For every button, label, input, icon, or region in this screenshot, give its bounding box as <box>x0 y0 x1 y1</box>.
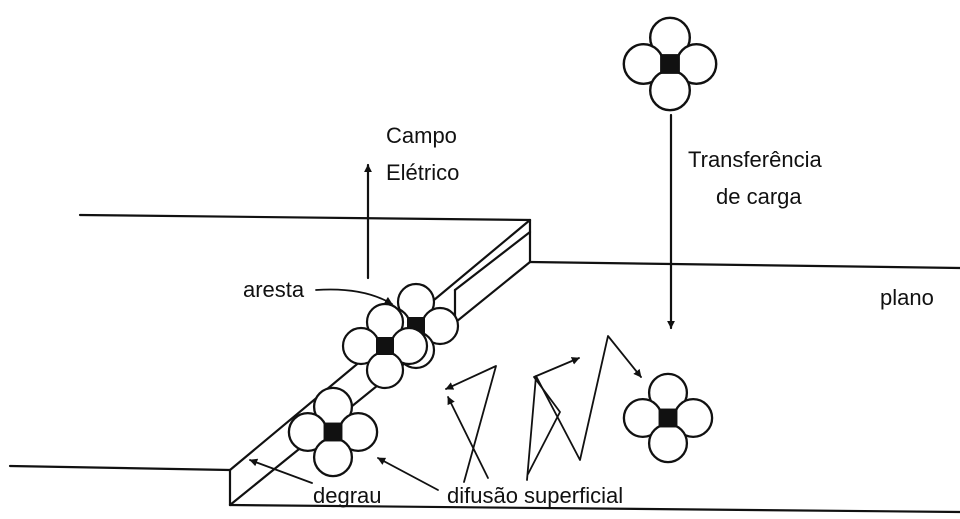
step-pointer <box>249 458 313 484</box>
edge-pointer <box>315 288 393 305</box>
edge-label: aresta <box>243 277 305 302</box>
lower-terrace <box>8 464 960 514</box>
diffusion-pointer <box>377 457 439 491</box>
electric-field-label-line2: Elétrico <box>386 160 459 185</box>
charge-transfer-label-line2: de carga <box>716 184 802 209</box>
electric-field-label-line1: Campo <box>386 123 457 148</box>
cluster-incoming <box>622 16 718 112</box>
plane-label: plano <box>880 285 934 310</box>
cluster-adatom <box>622 372 714 464</box>
step-label: degrau <box>313 483 382 508</box>
diffusion-label: difusão superficial <box>447 483 623 508</box>
diffusion-paths <box>445 335 642 483</box>
upper-terrace <box>78 213 960 270</box>
cluster-step <box>287 386 379 478</box>
charge-transfer-label-line1: Transferência <box>688 147 822 172</box>
